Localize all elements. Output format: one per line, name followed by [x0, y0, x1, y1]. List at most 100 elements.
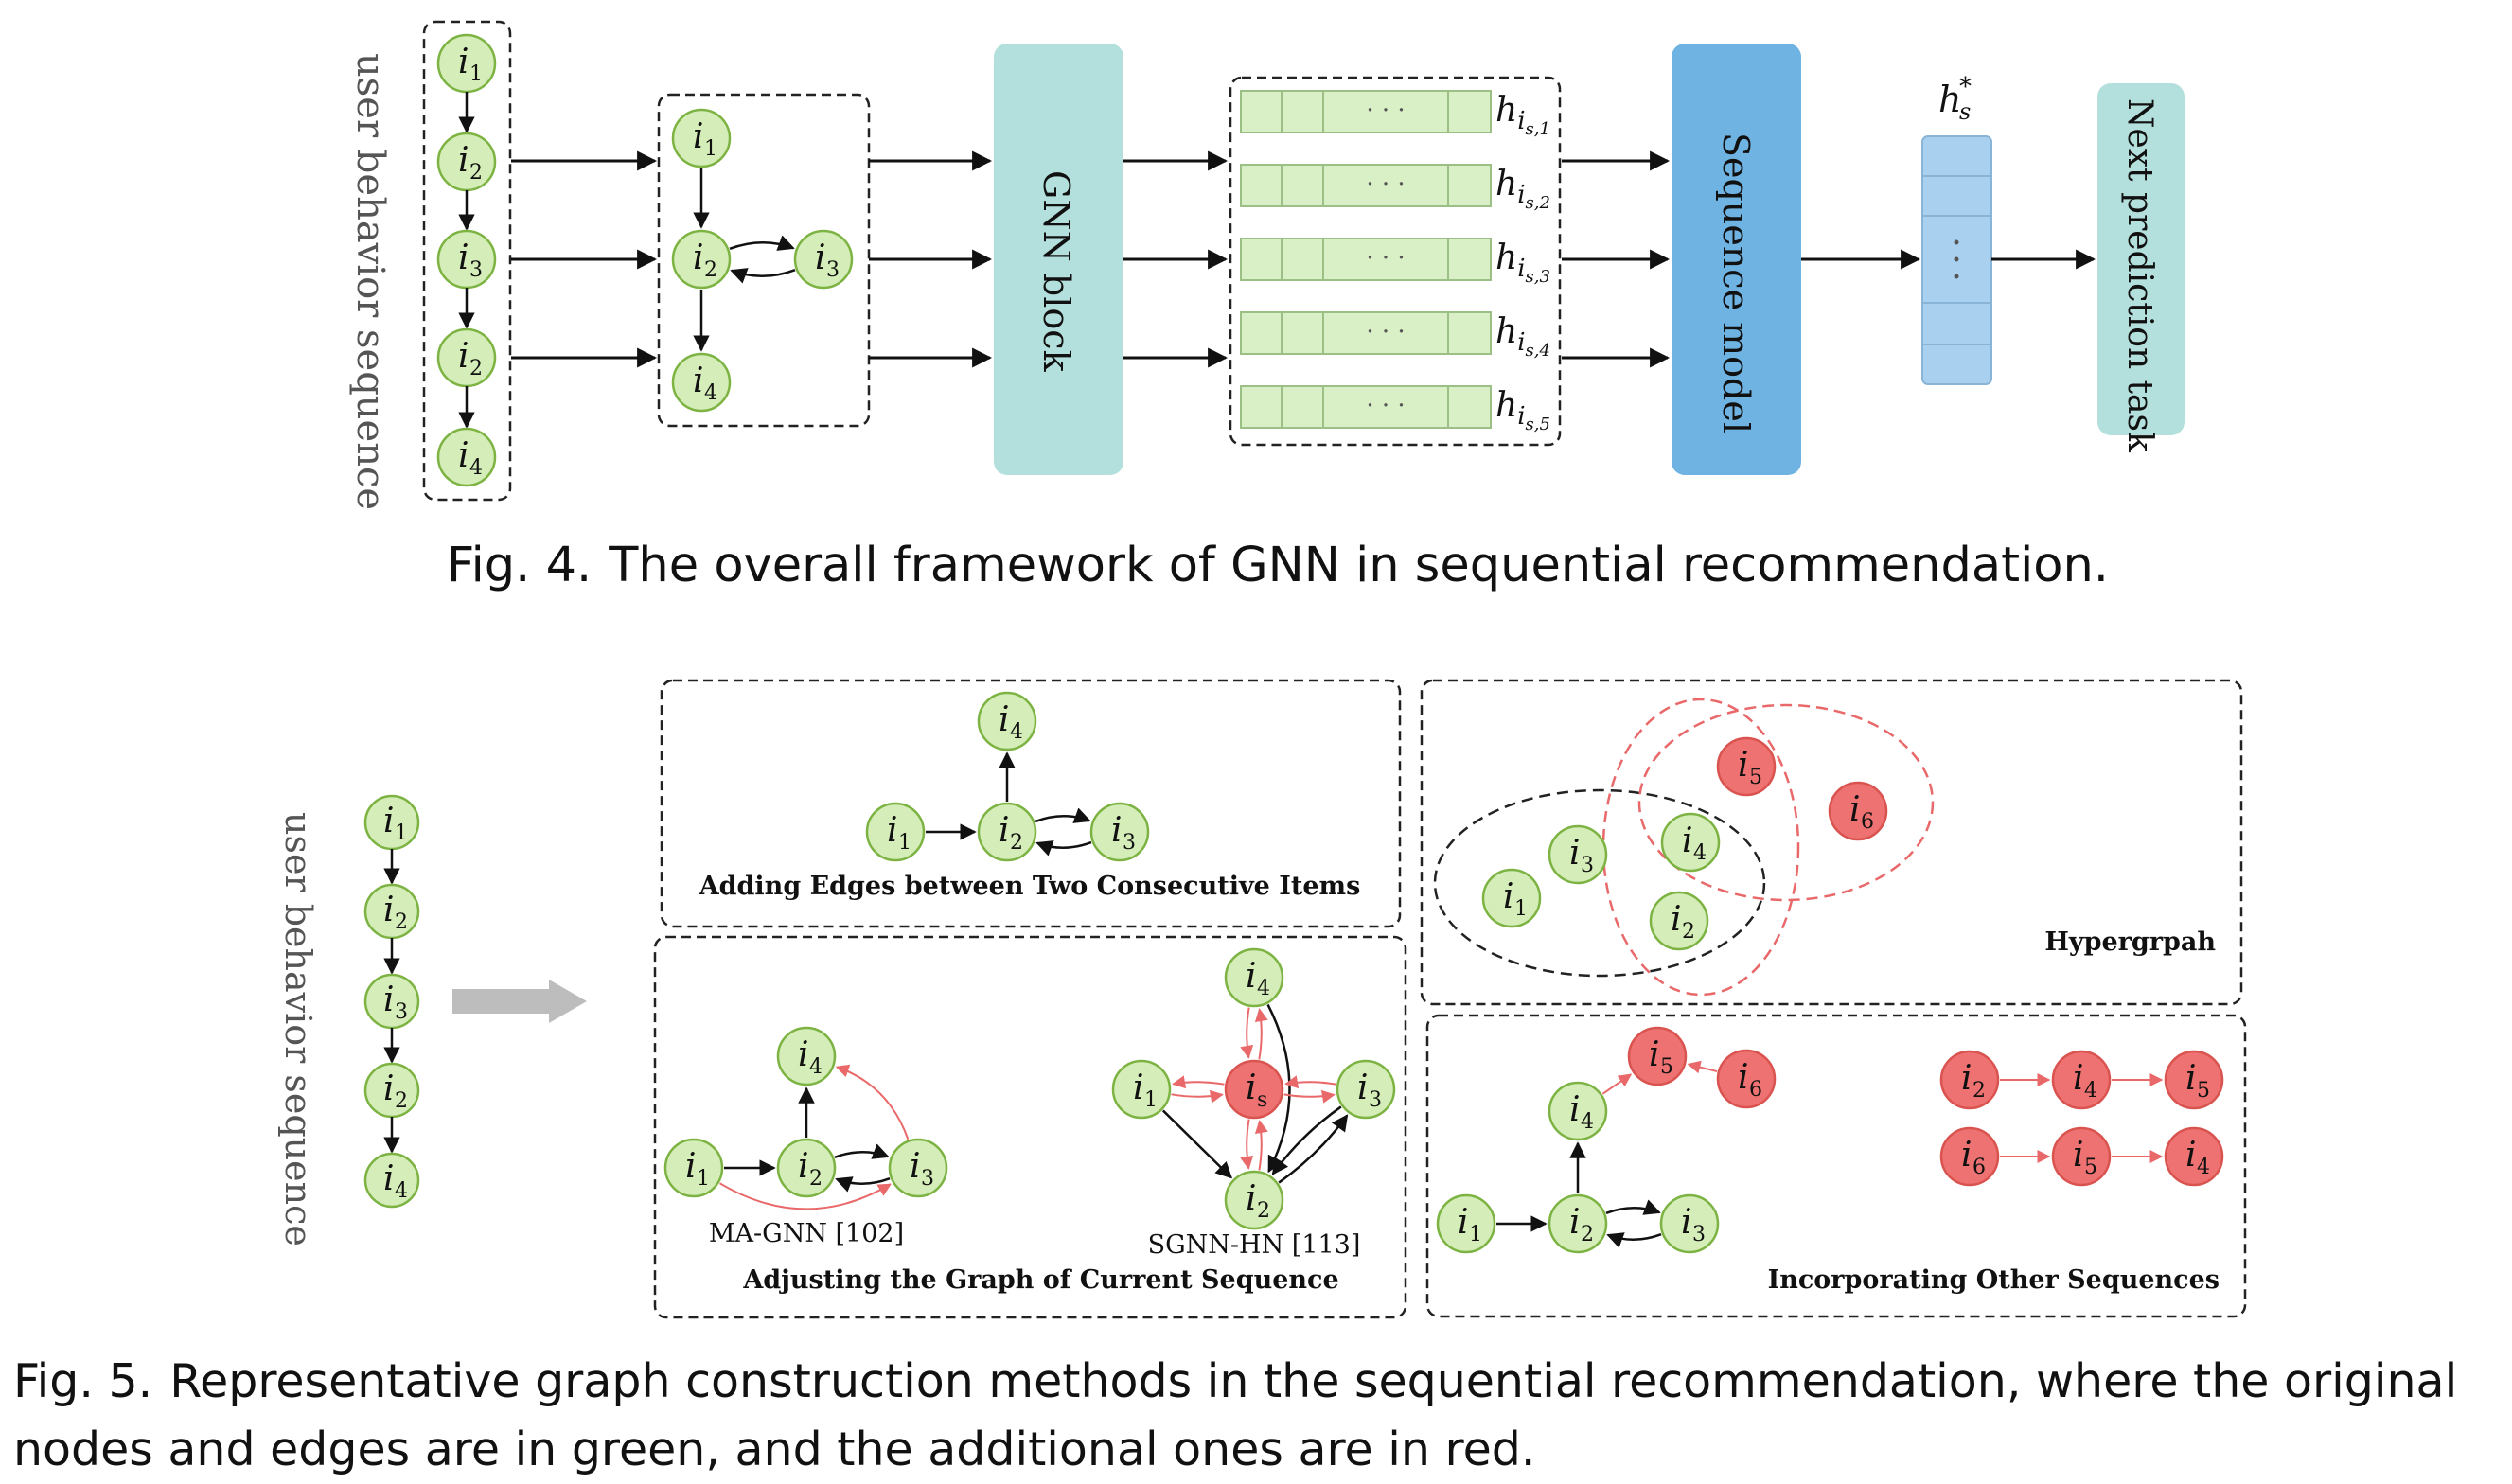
edge — [729, 235, 795, 251]
item-node-label: i — [1961, 1059, 1972, 1098]
edge-red — [1284, 1075, 1336, 1089]
embedding-row: · · ·his,4 — [1240, 311, 1550, 361]
fig4-embeddings: · · ·his,1· · ·his,2· · ·his,3· · ·his,4… — [1240, 90, 1550, 434]
embedding-dots: · · · — [1366, 318, 1405, 346]
item-node-label: i — [1569, 1203, 1581, 1242]
fig5-caption-number: Fig. 5. — [13, 1354, 153, 1408]
item-node-label: i — [383, 891, 395, 929]
item-node-label: i — [1246, 1179, 1257, 1218]
svg-text:h: h — [1938, 79, 1961, 120]
item-node-label: i — [1569, 1090, 1581, 1129]
item-node-label: i — [1357, 1069, 1369, 1107]
item-node-sub: 5 — [2084, 1156, 2097, 1179]
item-node-label: i — [458, 337, 469, 376]
item-node-sub: 4 — [704, 381, 717, 405]
panel-consecutive-title: Adding Edges between Two Consecutive Ite… — [699, 872, 1361, 901]
item-node-label: i — [1682, 822, 1693, 860]
fig5-vertical-label: user behavior sequence — [277, 812, 319, 1246]
edge — [1035, 807, 1091, 823]
item-node-sub: 1 — [1469, 1223, 1482, 1246]
item-node-sub: 2 — [469, 357, 483, 380]
embedding-label: his,5 — [1495, 386, 1550, 434]
item-node-sub: 2 — [1257, 1199, 1270, 1223]
fig5-edges — [719, 751, 2164, 1248]
transform-arrow — [452, 980, 587, 1023]
item-node-label: i — [383, 802, 395, 840]
item-node-sub: 1 — [697, 1167, 710, 1191]
item-node-sub: 2 — [1581, 1223, 1594, 1246]
edge — [834, 1143, 890, 1159]
item-node-label: i — [999, 811, 1010, 850]
sequence-model-block — [1672, 44, 1801, 475]
item-node-label: i — [1503, 877, 1514, 916]
edge — [1605, 1199, 1661, 1215]
item-node-sub: 4 — [1581, 1110, 1594, 1134]
edge — [1161, 1109, 1233, 1179]
item-node-sub: 2 — [395, 1089, 408, 1113]
svg-text:*: * — [1959, 73, 1972, 101]
svg-text:s: s — [1959, 98, 1971, 125]
embedding-row: · · ·his,3 — [1240, 238, 1550, 287]
item-node-label: i — [458, 238, 469, 277]
edge-red — [1601, 1073, 1633, 1095]
item-node-label: i — [383, 1069, 395, 1108]
embedding-row: · · ·his,2 — [1240, 164, 1550, 213]
item-node-sub: 3 — [826, 258, 840, 282]
item-node-label: i — [1569, 834, 1581, 873]
item-node-label: i — [1849, 790, 1861, 829]
item-node-sub: 2 — [1682, 920, 1695, 944]
edge — [730, 268, 796, 284]
fig4-graph-box — [657, 93, 871, 428]
sequence-model-label: Sequence model — [1715, 132, 1757, 433]
item-node-label: i — [1738, 1058, 1749, 1097]
item-node-label: i — [2073, 1059, 2084, 1098]
panel-other-sequences-title: Incorporating Other Sequences — [1768, 1265, 2220, 1295]
item-node-label: i — [887, 811, 898, 850]
item-node-label: i — [798, 1147, 809, 1186]
item-node-sub: 1 — [469, 62, 483, 86]
edge-red — [1254, 1120, 1268, 1171]
fig5-caption-line1: Representative graph construction method… — [169, 1354, 2458, 1408]
embedding-label: his,2 — [1495, 165, 1550, 213]
edge-red — [1240, 1007, 1254, 1059]
item-node-sub: 3 — [1692, 1223, 1706, 1246]
item-node-label: i — [1111, 811, 1123, 850]
item-node-sub: 3 — [395, 1000, 408, 1024]
item-node-label: i — [693, 362, 704, 400]
item-node-label: i — [1961, 1136, 1972, 1175]
ma-gnn-label: MA-GNN [102] — [709, 1219, 904, 1248]
item-node-sub: 1 — [704, 137, 717, 161]
item-node-label: i — [685, 1147, 697, 1186]
item-node-sub: 2 — [469, 161, 483, 185]
embedding-dots: · · · — [1366, 244, 1405, 273]
panel-hypergraph — [1420, 679, 2243, 1006]
embedding-dots: · · · — [1366, 97, 1405, 125]
item-node-sub: 2 — [704, 258, 717, 282]
fig5-caption-line2: nodes and edges are in green, and the ad… — [13, 1422, 1536, 1476]
item-node-label: i — [383, 1159, 395, 1198]
gnn-block-label: GNN block — [1035, 170, 1077, 373]
item-node-label: i — [383, 980, 395, 1019]
